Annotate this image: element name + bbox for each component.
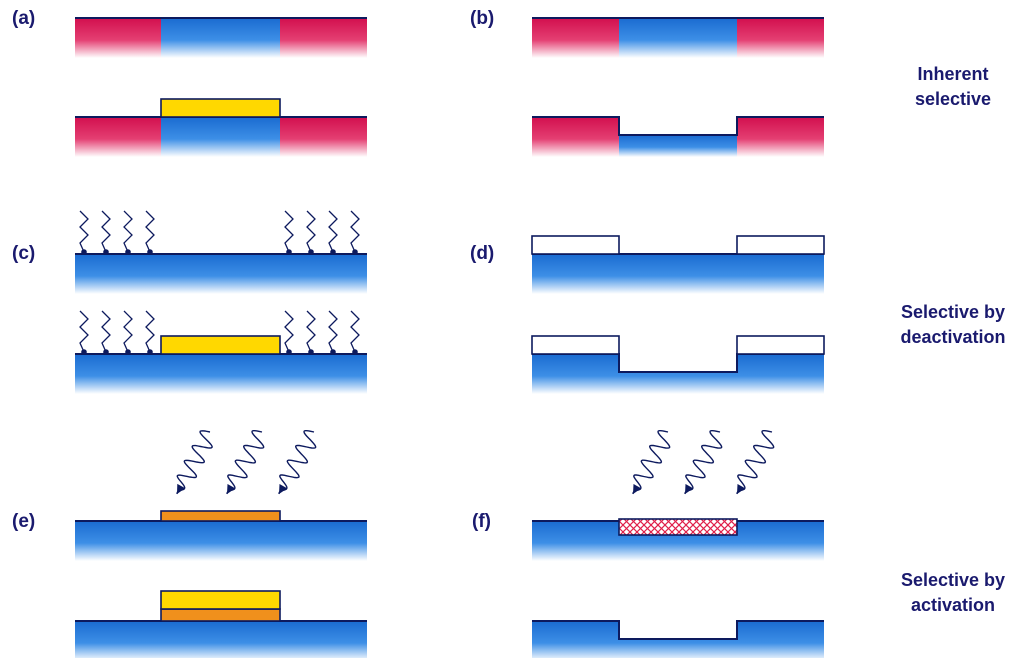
c-top-molecule-chain-icon-5-head (308, 249, 314, 255)
b-top-magenta-left (532, 18, 619, 58)
panel-label-a: (a) (12, 8, 36, 29)
d-top-mask-left (531, 235, 620, 255)
panel-f-diagram (532, 430, 824, 658)
e-light-wave-arrow-icon-1 (226, 430, 265, 495)
caption-line: Inherent (917, 64, 989, 84)
e-light-wave-arrow-icon-0 (176, 430, 213, 495)
a-yellow-deposit (160, 98, 281, 118)
c-top-molecule-chain-icon-1-head (103, 249, 109, 255)
e-top-activated-layer (160, 510, 281, 522)
e-yellow-deposit (160, 590, 281, 610)
c-bottom-molecule-chain-icon-7-head (352, 349, 358, 355)
d-bottom-mask-right (736, 335, 825, 355)
c-bottom-molecule-chain-icon-2 (123, 310, 133, 353)
e-light-wave-arrow-icon-0-arrowhead (177, 483, 186, 494)
c-bottom-molecule-chain-icon-7 (350, 310, 360, 353)
panel-d-diagram (531, 235, 825, 394)
e-light-wave-arrow-icon-1-arrowhead (227, 484, 236, 494)
caption-line: activation (910, 595, 996, 615)
c-bottom-molecule-chain-icon-0-head (81, 349, 87, 355)
caption-line: deactivation (900, 327, 1006, 347)
c-bottom-molecule-chain-icon-5 (306, 310, 316, 353)
c-bottom-molecule-chain-icon-3 (145, 310, 155, 353)
c-top-molecule-chain-icon-6 (328, 210, 338, 253)
f-light-wave-arrow-icon-1 (684, 430, 723, 495)
c-top-molecule-chain-icon-1 (101, 210, 111, 253)
b-bottom-magenta-right (737, 117, 824, 157)
f-light-wave-arrow-icon-2-arrowhead (737, 484, 746, 494)
c-top-molecule-chain-icon-2 (123, 210, 133, 253)
c-bottom-molecule-chain-icon-0 (79, 310, 89, 353)
d-top-substrate (532, 254, 824, 294)
caption-selective-by-deactivation: Selective by deactivation (853, 300, 1022, 350)
c-bottom-molecule-chain-icon-3-head (147, 349, 153, 355)
a-top-magenta-right (280, 18, 367, 58)
caption-inherent-selective: Inherent selective (853, 62, 1022, 112)
d-top-mask-right (736, 235, 825, 255)
panel-label-d: (d) (470, 243, 495, 264)
panel-label-f: (f) (472, 511, 491, 532)
c-top-molecule-chain-icon-3-head (147, 249, 153, 255)
a-bottom-magenta-right (280, 117, 367, 157)
c-yellow-deposit (160, 335, 281, 355)
c-bottom-molecule-chain-icon-2-head (125, 349, 131, 355)
c-bottom-molecule-chain-icon-4-head (286, 349, 292, 355)
caption-line: Selective by (900, 302, 1006, 322)
c-top-molecule-chain-icon-2-head (125, 249, 131, 255)
f-light-wave-arrow-icon-1-arrowhead (685, 484, 694, 494)
c-bottom-molecule-chain-icon-6-head (330, 349, 336, 355)
c-top-molecule-chain-icon-0 (79, 210, 89, 253)
c-bottom-molecule-chain-icon-4 (284, 310, 294, 353)
f-light-wave-arrow-icon-2 (736, 430, 775, 495)
e-light-wave-arrow-icon-2-arrowhead (279, 484, 288, 494)
f-crosshatch-pattern-exposed-region (618, 518, 738, 536)
e-light-wave-arrow-icon-2 (278, 430, 317, 495)
e-bottom-activated-layer (160, 608, 281, 622)
f-light-wave-arrow-icon-0-arrowhead (633, 484, 642, 494)
e-bottom-substrate (75, 621, 367, 658)
c-bottom-molecule-chain-icon-5-head (308, 349, 314, 355)
f-bottom-substrate-etched-edge (532, 620, 824, 640)
c-bottom-molecule-chain-icon-1-head (103, 349, 109, 355)
f-light-wave-arrow-icon-0 (632, 430, 671, 495)
b-bottom-edge (532, 116, 824, 136)
d-bottom-mask-left (531, 335, 620, 355)
c-top-molecule-chain-icon-4 (284, 210, 294, 253)
c-bottom-molecule-chain-icon-6 (328, 310, 338, 353)
c-top-substrate (75, 254, 367, 294)
d-bottom-substrate-etched (532, 354, 824, 394)
panel-label-b: (b) (470, 8, 495, 29)
panel-label-e: (e) (12, 511, 36, 532)
c-bottom-substrate (75, 354, 367, 394)
c-top-molecule-chain-icon-4-head (286, 249, 292, 255)
c-top-molecule-chain-icon-6-head (330, 249, 336, 255)
a-top-blue-center (161, 18, 280, 58)
panel-c-diagram (75, 210, 367, 394)
c-top-molecule-chain-icon-3 (145, 210, 155, 253)
caption-selective-by-activation: Selective by activation (853, 568, 1022, 618)
e-top-substrate (75, 521, 367, 561)
caption-line: Selective by (900, 570, 1006, 590)
c-bottom-molecule-chain-icon-1 (101, 310, 111, 353)
b-bottom-blue-etched (619, 135, 737, 157)
panel-b-diagram (532, 17, 824, 157)
b-bottom-magenta-left (532, 117, 619, 157)
panel-a-diagram (75, 17, 367, 157)
b-top-blue-center (619, 18, 737, 58)
a-bottom-blue-center (161, 117, 280, 157)
b-top-magenta-right (737, 18, 824, 58)
c-top-molecule-chain-icon-7-head (352, 249, 358, 255)
c-top-molecule-chain-icon-7 (350, 210, 360, 253)
caption-line: selective (914, 89, 992, 109)
a-bottom-magenta-left (75, 117, 161, 157)
panel-e-diagram (75, 430, 367, 658)
c-top-molecule-chain-icon-0-head (81, 249, 87, 255)
panel-label-c: (c) (12, 243, 36, 264)
c-top-molecule-chain-icon-5 (306, 210, 316, 253)
a-top-magenta-left (75, 18, 161, 58)
